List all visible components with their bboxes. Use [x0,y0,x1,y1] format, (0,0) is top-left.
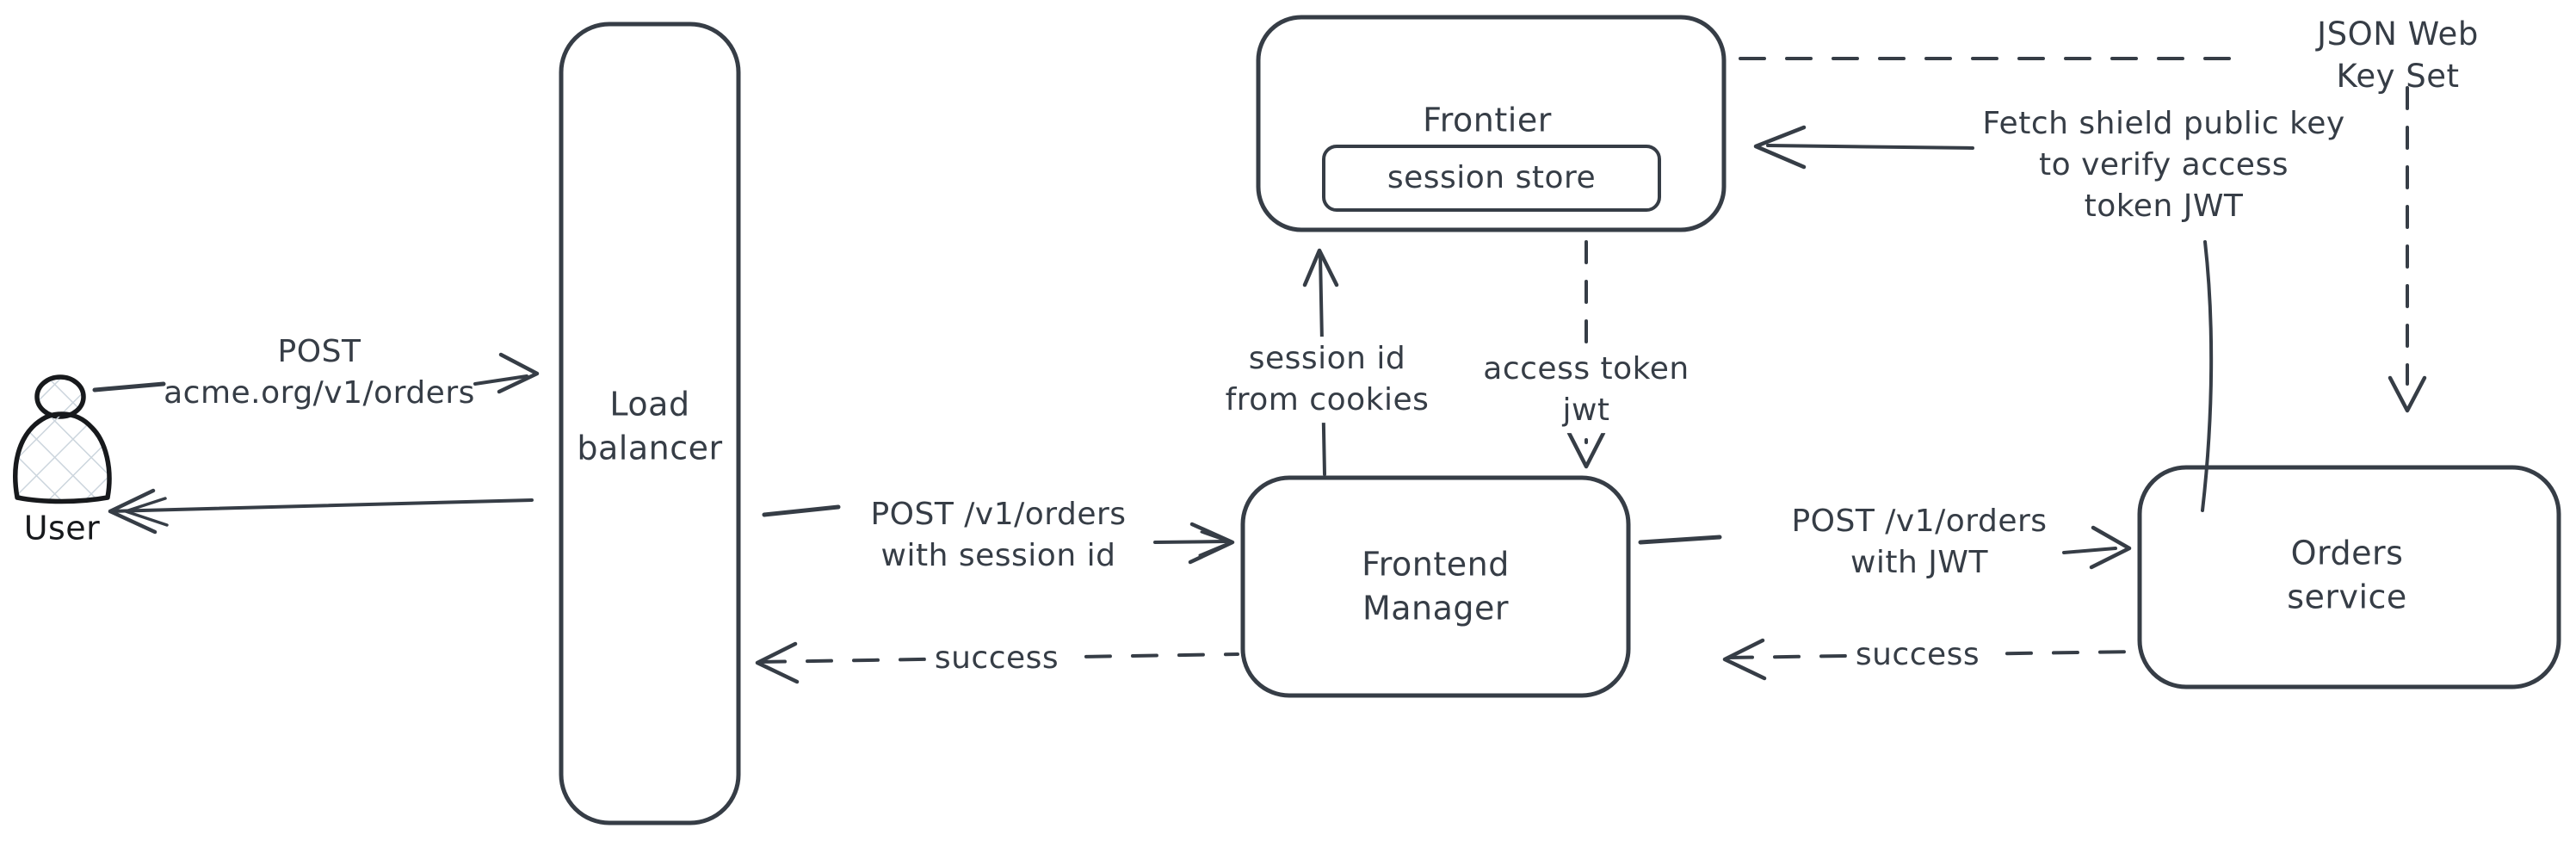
edge-label-fetch-shield-public-key: Fetch shield public key to verify access… [1982,106,2345,224]
edge-label-post-acme-orders: POST acme.org/v1/orders [164,334,475,411]
edge-label-json-web-key-set: JSON Web Key Set [2317,15,2479,95]
arrow-orders-service-to-frontier [1753,125,2214,512]
arrow-frontend-manager-to-orders-service [1638,525,2132,570]
node-orders-service-box [2137,465,2561,689]
node-frontier-label: Frontier [1423,101,1552,139]
arrow-load-balancer-to-frontend-manager [762,504,1235,565]
node-session-store-box [1322,145,1661,212]
edge-label-access-token-jwt: access token jwt [1474,347,1698,433]
edge-label-session-id-from-cookies: session id from cookies [1216,337,1438,423]
arrow-jwks-to-orders-service [2388,86,2427,413]
edge-label-post-orders-session-id: POST /v1/orders with session id [870,497,1127,573]
arrow-user-to-load-balancer [92,352,540,394]
edge-label-success-right: success [1846,633,1989,677]
node-orders-service-label: Orders service [2287,534,2407,615]
node-frontend-manager-label: Frontend Manager [1362,545,1510,627]
node-load-balancer-box [559,22,741,825]
node-frontend-manager-box [1240,475,1631,698]
node-session-store-label: session store [1387,160,1597,196]
edge-label-success-left: success [925,636,1068,681]
arrow-load-balancer-to-user [108,488,534,535]
node-user-label: User [23,509,101,547]
edge-label-post-orders-jwt: POST /v1/orders with JWT [1791,504,2048,580]
person-icon [13,374,112,504]
node-load-balancer-label: Load balancer [577,385,723,467]
